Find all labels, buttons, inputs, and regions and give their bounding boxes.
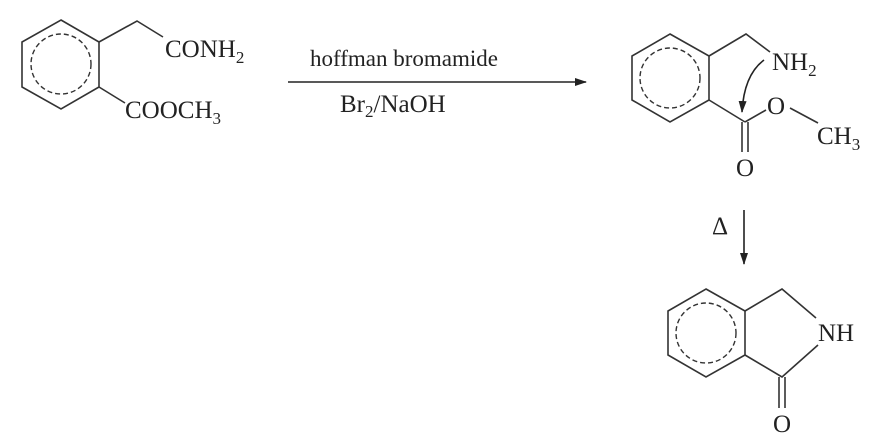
heat-label: Δ [712,213,728,240]
aromatic-circle [639,47,701,109]
heat-arrow: Δ [712,210,748,265]
methyl-label: CH3 [817,123,860,154]
reagent-name: hoffman bromamide [310,46,498,71]
ch2-bond [708,33,771,57]
aromatic-circle [675,302,737,364]
ch2-bond [744,288,817,319]
carbonyl-oxygen: O [773,411,791,438]
ester-label: COOCH3 [125,97,221,128]
ch2-bond [98,20,164,43]
o-methyl-bond [789,107,819,124]
ester-o-bond [744,109,767,123]
curved-arrow [738,59,765,113]
amine-label: NH2 [772,49,817,80]
intermediate-molecule: NH2 O CH3 O [631,33,860,182]
carbonyl-oxygen: O [736,155,754,182]
carbonyl-bond [708,99,746,123]
reactant-molecule: CONH2 COOCH3 [21,19,244,128]
aromatic-circle [30,33,92,95]
ester-bond [98,86,126,104]
product-molecule: NH O [667,288,854,438]
reaction-arrow: hoffman bromamide Br2/NaOH [288,46,587,121]
benzene-ring [667,288,746,378]
nh-label: NH [818,320,854,347]
amide-label: CONH2 [165,36,244,67]
benzene-ring [631,33,710,123]
ester-oxygen: O [767,93,785,120]
reagent-conditions: Br2/NaOH [340,91,446,121]
amide-bonds [744,344,819,378]
